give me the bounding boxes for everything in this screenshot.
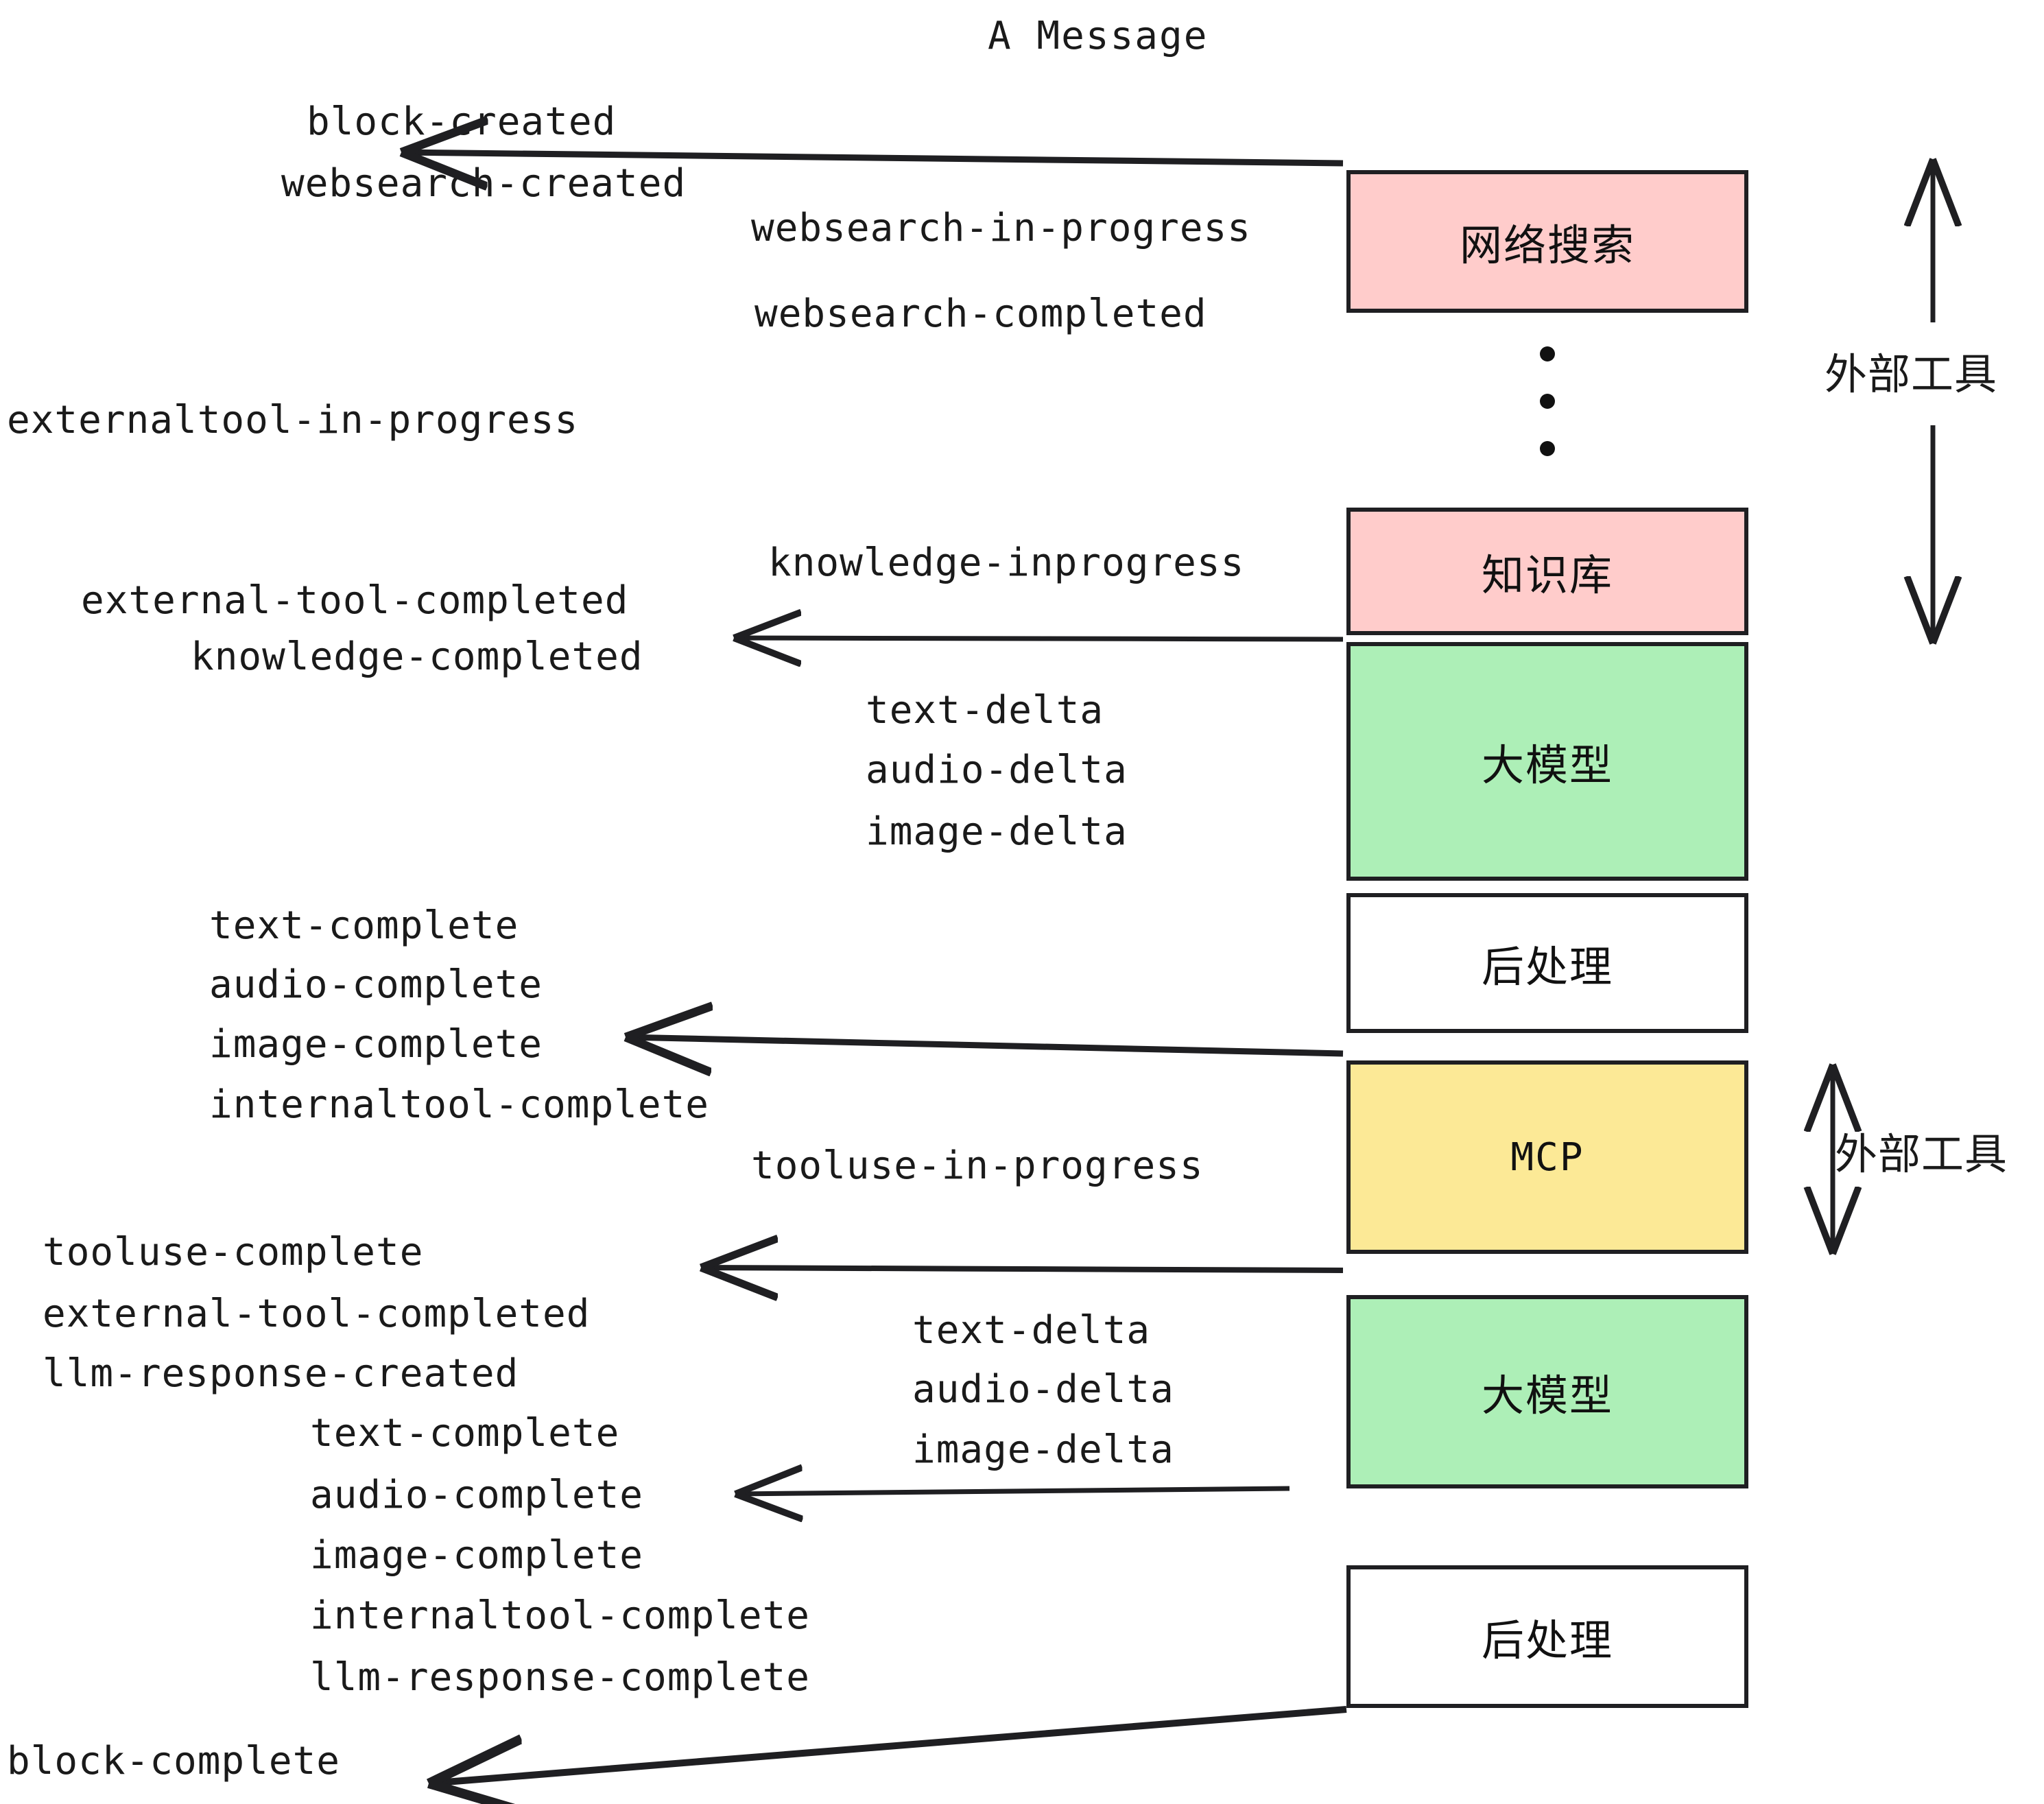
event-text-complete-1: text-complete	[209, 903, 519, 948]
event-tooluse-complete: tooluse-complete	[43, 1230, 424, 1274]
event-image-delta-2: image-delta	[912, 1427, 1174, 1472]
event-audio-delta-1: audio-delta	[866, 748, 1128, 792]
vertical-ellipsis	[1540, 346, 1555, 456]
event-external-tool-completed-2: external-tool-completed	[43, 1292, 591, 1336]
node-mcp-label: MCP	[1510, 1135, 1584, 1180]
node-llm-first[interactable]: 大模型	[1346, 642, 1748, 881]
node-postprocess-first[interactable]: 后处理	[1346, 893, 1748, 1033]
arrow-mcp-to-tooluse-complete	[701, 1268, 1344, 1270]
ellipsis-dot	[1540, 441, 1555, 456]
node-llm-second[interactable]: 大模型	[1346, 1295, 1748, 1488]
event-text-complete-2: text-complete	[310, 1411, 620, 1456]
event-websearch-completed: websearch-completed	[754, 292, 1207, 336]
event-text-delta-1: text-delta	[866, 688, 1104, 733]
node-llm-first-label: 大模型	[1481, 740, 1613, 790]
event-knowledge-inprogress: knowledge-inprogress	[768, 541, 1245, 585]
side-label-external-tool-top: 外部工具	[1825, 349, 1998, 399]
event-audio-complete-2: audio-complete	[310, 1473, 644, 1517]
event-websearch-in-progress: websearch-in-progress	[751, 206, 1252, 250]
side-label-external-tool-bottom: 外部工具	[1835, 1129, 2008, 1179]
event-image-complete-2: image-complete	[310, 1533, 644, 1578]
event-websearch-created: websearch-created	[281, 161, 687, 206]
event-image-complete-1: image-complete	[209, 1022, 543, 1067]
event-block-created: block-created	[307, 99, 617, 144]
event-block-complete: block-complete	[7, 1739, 341, 1783]
event-llm-response-created: llm-response-created	[43, 1351, 519, 1396]
event-externaltool-in-progress: externaltool-in-progress	[7, 398, 579, 442]
arrow-postprocess-to-block-complete	[429, 1706, 1347, 1783]
node-postprocess-second[interactable]: 后处理	[1346, 1565, 1748, 1708]
node-mcp[interactable]: MCP	[1346, 1060, 1748, 1254]
node-knowledge[interactable]: 知识库	[1346, 508, 1748, 635]
node-knowledge-label: 知识库	[1481, 550, 1613, 600]
event-text-delta-2: text-delta	[912, 1308, 1151, 1353]
event-internaltool-complete-1: internaltool-complete	[209, 1082, 710, 1127]
event-knowledge-completed: knowledge-completed	[191, 634, 643, 679]
ellipsis-dot	[1540, 394, 1555, 409]
diagram-title: A Message	[988, 14, 1209, 58]
event-external-tool-completed-1: external-tool-completed	[81, 578, 629, 623]
event-internaltool-complete-2: internaltool-complete	[310, 1593, 811, 1638]
arrow-knowledge-to-completed	[734, 638, 1344, 639]
node-llm-second-label: 大模型	[1481, 1370, 1613, 1421]
ellipsis-dot	[1540, 346, 1555, 361]
node-postprocess-second-label: 后处理	[1481, 1615, 1613, 1665]
event-audio-complete-1: audio-complete	[209, 962, 543, 1007]
node-postprocess-first-label: 后处理	[1481, 942, 1613, 992]
event-audio-delta-2: audio-delta	[912, 1367, 1174, 1412]
arrow-mcp-to-image-complete	[626, 1037, 1344, 1054]
arrow-llm-to-audio-complete	[735, 1488, 1290, 1494]
event-image-delta-1: image-delta	[866, 809, 1128, 854]
node-websearch[interactable]: 网络搜索	[1346, 170, 1748, 313]
node-websearch-label: 网络搜索	[1459, 220, 1635, 270]
event-tooluse-in-progress: tooluse-in-progress	[751, 1143, 1204, 1188]
event-llm-response-complete: llm-response-complete	[310, 1655, 811, 1700]
